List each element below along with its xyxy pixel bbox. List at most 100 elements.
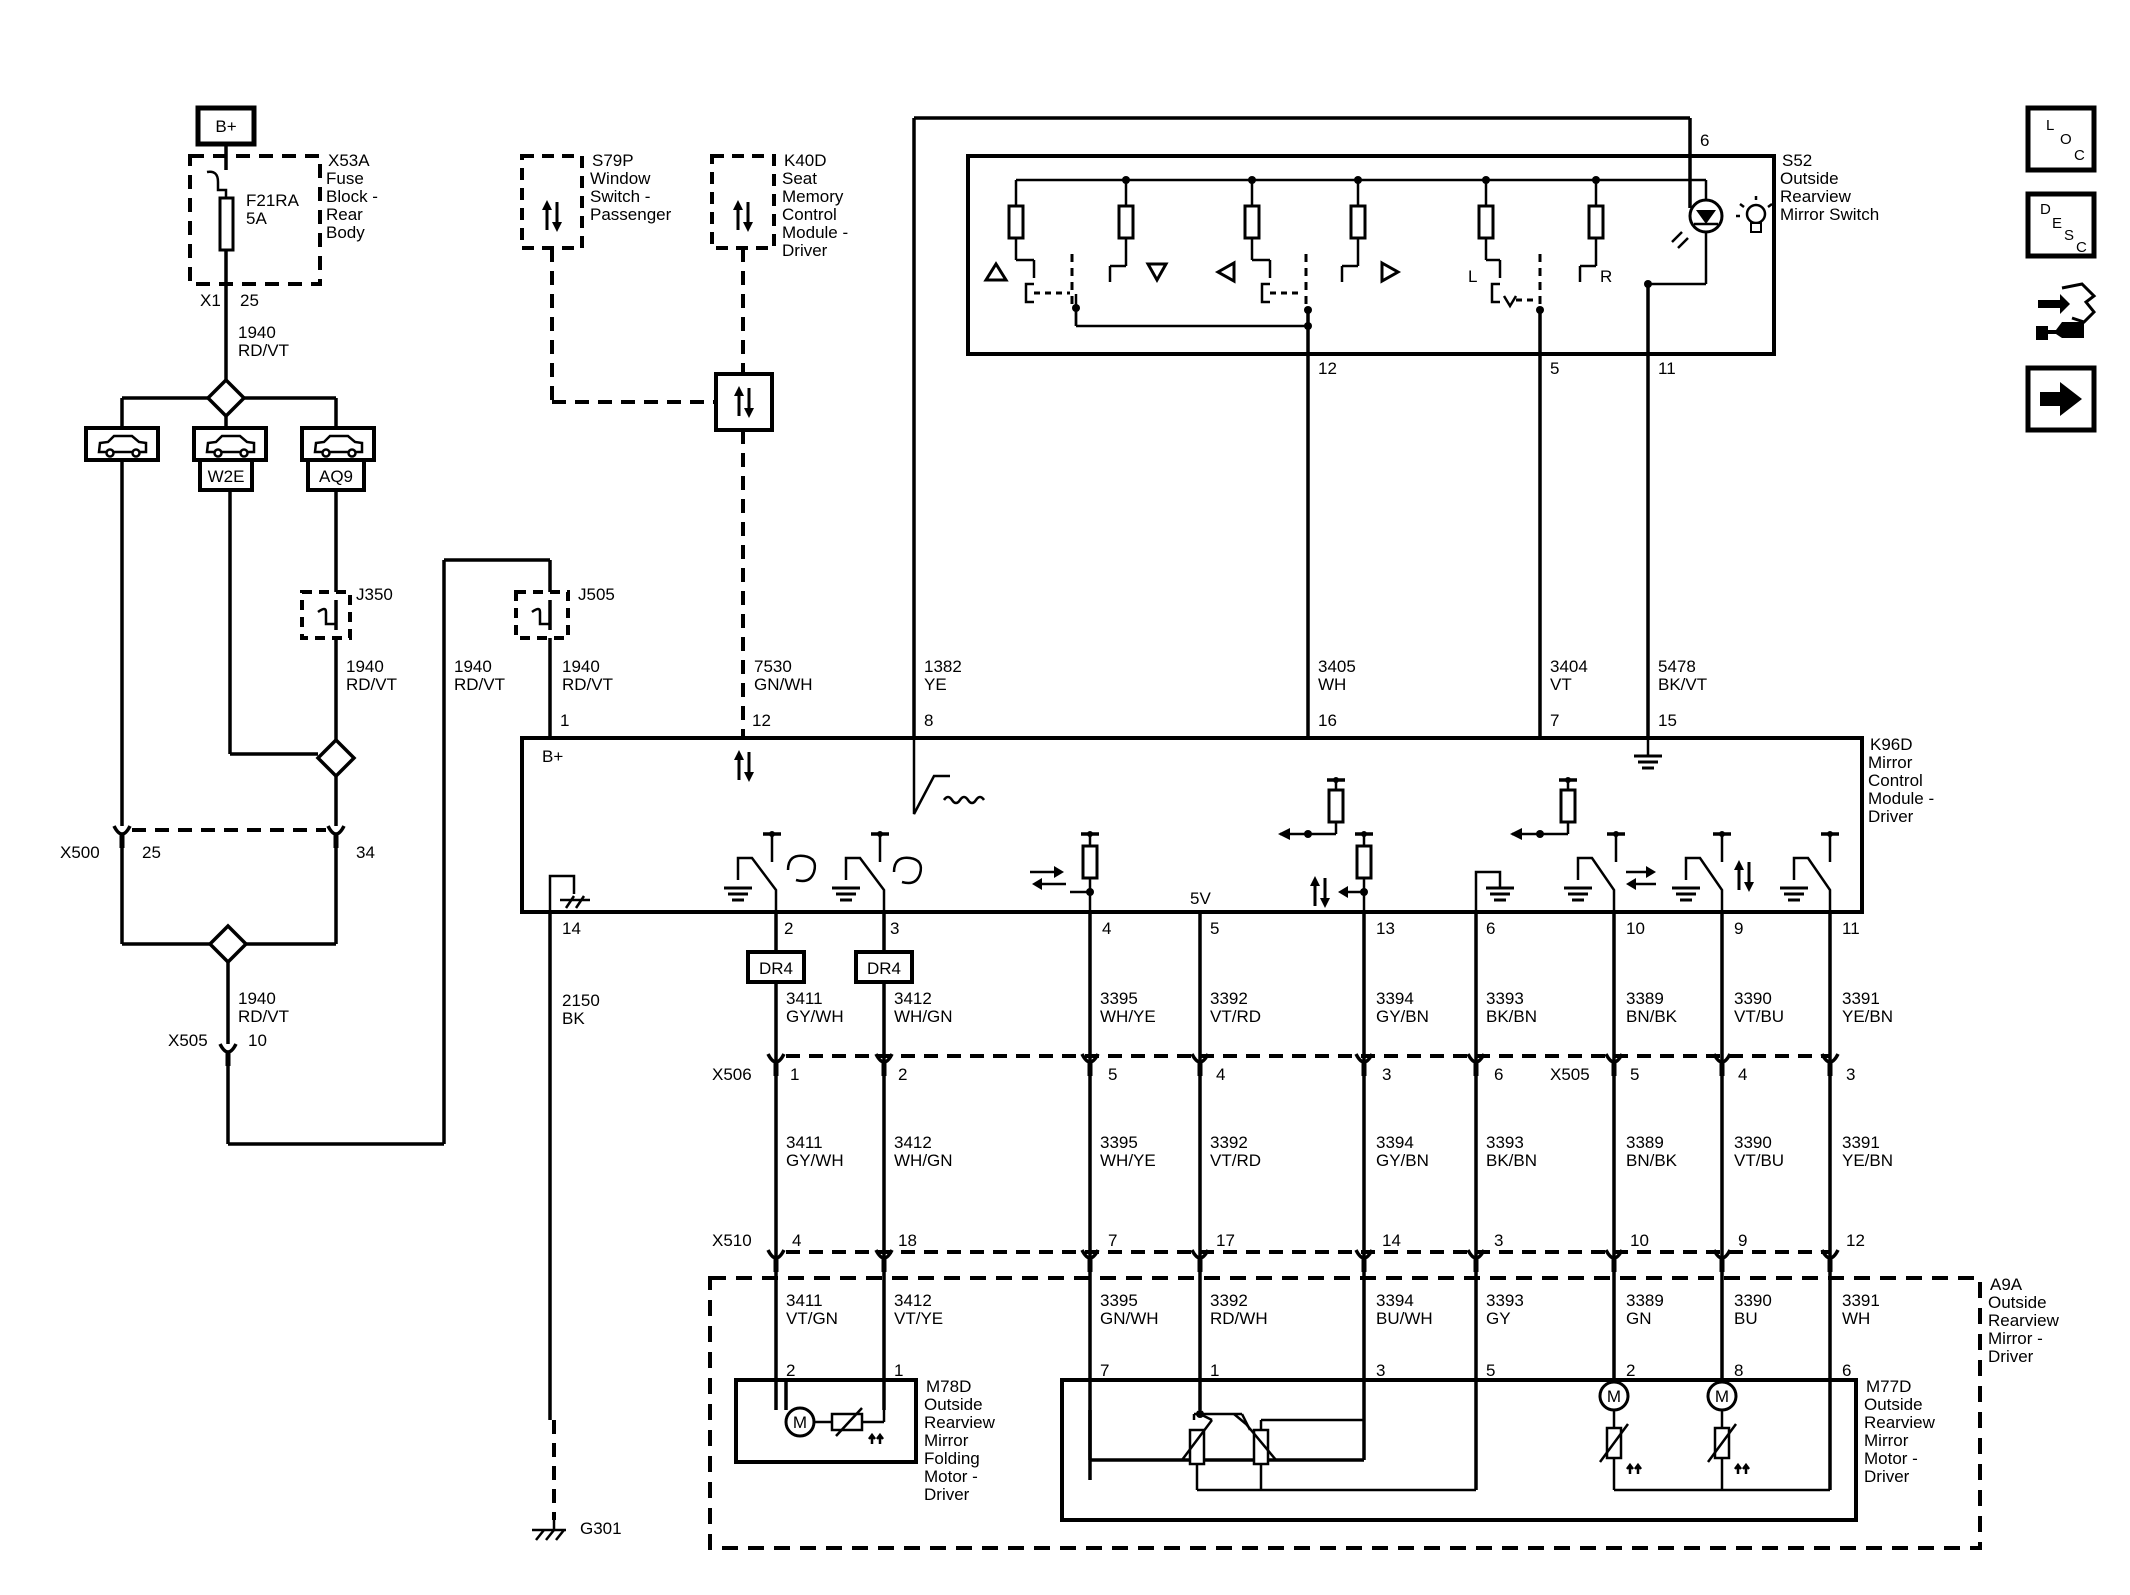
svg-text:WH/YE: WH/YE — [1100, 1151, 1156, 1170]
wire-1940-num: 1940 — [454, 657, 492, 676]
svg-text:3391: 3391 — [1842, 989, 1880, 1008]
lin-gateway — [714, 372, 774, 432]
next-arrow-button[interactable] — [2025, 365, 2097, 433]
svg-text:YE/BN: YE/BN — [1842, 1007, 1893, 1026]
x510-pin: 14 — [1382, 1231, 1401, 1250]
desc-button[interactable]: D E S C — [2025, 191, 2097, 259]
k96d-bottom-pin: 3 — [890, 919, 899, 938]
loc-button[interactable]: L O C — [2025, 105, 2097, 173]
svg-text:GY/WH: GY/WH — [786, 1151, 844, 1170]
svg-text:3394: 3394 — [1376, 1291, 1414, 1310]
svg-text:C: C — [2074, 147, 2085, 164]
k96d-bplus: B+ — [542, 747, 563, 766]
arrow-right-icon — [2040, 382, 2082, 416]
wire-3405-num: 3405 — [1318, 657, 1356, 676]
x510-id: X510 — [712, 1231, 752, 1250]
svg-text:3390: 3390 — [1734, 1291, 1772, 1310]
wire-1940-color: RD/VT — [346, 675, 397, 694]
x506-pin: 2 — [898, 1065, 907, 1084]
x506-pin: 4 — [1216, 1065, 1225, 1084]
svg-text:3412: 3412 — [894, 1133, 932, 1152]
svg-text:BU: BU — [1734, 1309, 1758, 1328]
k96d-bottom-pin: 9 — [1734, 919, 1743, 938]
k96d-bottom-pin: 4 — [1102, 919, 1111, 938]
car-option-icon — [192, 426, 268, 462]
connector-tool-icon[interactable] — [2036, 282, 2097, 340]
svg-text:S: S — [2064, 227, 2074, 244]
s52-id: S52 — [1782, 151, 1812, 170]
wire-1940-num: 1940 — [238, 989, 276, 1008]
svg-text:GY/BN: GY/BN — [1376, 1151, 1429, 1170]
x500-pin-b: 34 — [356, 843, 375, 862]
svg-text:3392: 3392 — [1210, 989, 1248, 1008]
s52-pin-12: 12 — [1318, 359, 1337, 378]
svg-text:3393: 3393 — [1486, 1133, 1524, 1152]
s52-pin-11: 11 — [1658, 359, 1676, 378]
mirror-motor-m77d: M M — [1060, 1378, 1858, 1522]
k96d-top-pin: 12 — [752, 711, 771, 730]
s79p-name: Window Switch - Passenger — [590, 170, 672, 224]
x510-pin: 3 — [1494, 1231, 1503, 1250]
s52-label-r: R — [1600, 267, 1612, 286]
k96d-bottom-pin: 5 — [1210, 919, 1219, 938]
svg-text:VT/RD: VT/RD — [1210, 1007, 1261, 1026]
splice-j350 — [300, 590, 352, 640]
s52-label-l: L — [1468, 267, 1477, 286]
car-option-icon — [300, 426, 376, 462]
fuse-block-id: X53A — [328, 151, 370, 170]
k96d-top-pin: 7 — [1550, 711, 1559, 730]
x510-pin: 4 — [792, 1231, 801, 1250]
x510-pin: 7 — [1108, 1231, 1117, 1250]
svg-text:BK/BN: BK/BN — [1486, 1007, 1537, 1026]
svg-text:WH/GN: WH/GN — [894, 1007, 953, 1026]
wire-2150-color: BK — [562, 1009, 585, 1028]
svg-text:GY/WH: GY/WH — [786, 1007, 844, 1026]
svg-text:3412: 3412 — [894, 989, 932, 1008]
svg-text:C: C — [2076, 239, 2087, 256]
svg-text:3392: 3392 — [1210, 1291, 1248, 1310]
car-option-icon — [84, 426, 160, 462]
motor-m: M — [1715, 1387, 1729, 1406]
k40d-id: K40D — [784, 151, 827, 170]
x510-pin: 18 — [898, 1231, 917, 1250]
x510-pin: 12 — [1846, 1231, 1865, 1250]
fuse-rating: 5A — [246, 209, 267, 228]
mid-wire-bundle — [774, 912, 1832, 1490]
wire-1940-num: 1940 — [562, 657, 600, 676]
a9a-id: A9A — [1990, 1275, 2023, 1294]
g301-label: G301 — [580, 1519, 622, 1538]
svg-text:3395: 3395 — [1100, 1291, 1138, 1310]
k96d-top-pin: 16 — [1318, 711, 1337, 730]
m78d-id: M78D — [926, 1377, 971, 1396]
window-switch-passenger — [520, 154, 584, 250]
s79p-id: S79P — [592, 151, 634, 170]
wire-1940-color: RD/VT — [238, 1007, 289, 1026]
svg-text:VT/RD: VT/RD — [1210, 1151, 1261, 1170]
svg-text:3390: 3390 — [1734, 1133, 1772, 1152]
x506-pin: 5 — [1108, 1065, 1117, 1084]
m77d-pin: 5 — [1486, 1361, 1495, 1380]
svg-text:3411: 3411 — [786, 989, 823, 1008]
lamp-icon — [1736, 196, 1776, 233]
wire-1940-color: RD/VT — [454, 675, 505, 694]
motor-m: M — [1607, 1387, 1621, 1406]
connector-x506-x505 — [768, 1054, 1838, 1076]
wire-1940-color: RD/VT — [238, 341, 289, 360]
svg-text:O: O — [2060, 131, 2072, 148]
m77d-name: Outside Rearview Mirror Motor - Driver — [1864, 1396, 1935, 1486]
svg-text:3393: 3393 — [1486, 1291, 1524, 1310]
arrow-left-icon — [1214, 260, 1236, 284]
svg-text:3389: 3389 — [1626, 1291, 1664, 1310]
wire-7530-color: GN/WH — [754, 675, 813, 694]
svg-text:3394: 3394 — [1376, 989, 1414, 1008]
x505-pin: 3 — [1846, 1065, 1855, 1084]
svg-text:3391: 3391 — [1842, 1291, 1880, 1310]
j350-label: J350 — [356, 585, 393, 604]
svg-text:VT/YE: VT/YE — [894, 1309, 943, 1328]
x505-left-pin: 10 — [248, 1031, 267, 1050]
x506-id: X506 — [712, 1065, 752, 1084]
